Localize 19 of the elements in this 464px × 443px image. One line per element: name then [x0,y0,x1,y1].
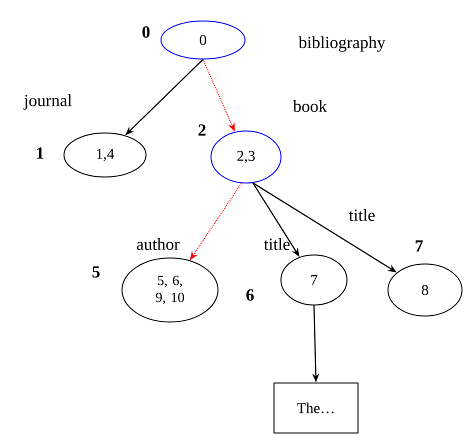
edge-label: journal [23,94,72,110]
tree-node: 7 [280,254,348,306]
node-number: 0 [142,26,150,38]
tree-node: 1,4 [64,132,146,178]
edge-label: book [293,100,327,112]
node-number: 1 [37,147,44,159]
tree-node: 5, 6, 9, 10 [122,257,218,322]
edge-label: title [348,209,375,221]
text-box: The… [274,382,358,434]
node-number: 2 [198,124,206,136]
tree-node: 8 [388,264,462,316]
node-number: 5 [92,266,100,278]
node-number: 7 [416,240,423,252]
node-name: bibliography [298,36,386,52]
node-number: 6 [246,289,254,301]
tree-node: 0 [160,20,246,60]
tree-node: 2,3 [210,130,282,184]
edge-label: title [264,238,290,250]
edge-label: author [136,238,180,250]
